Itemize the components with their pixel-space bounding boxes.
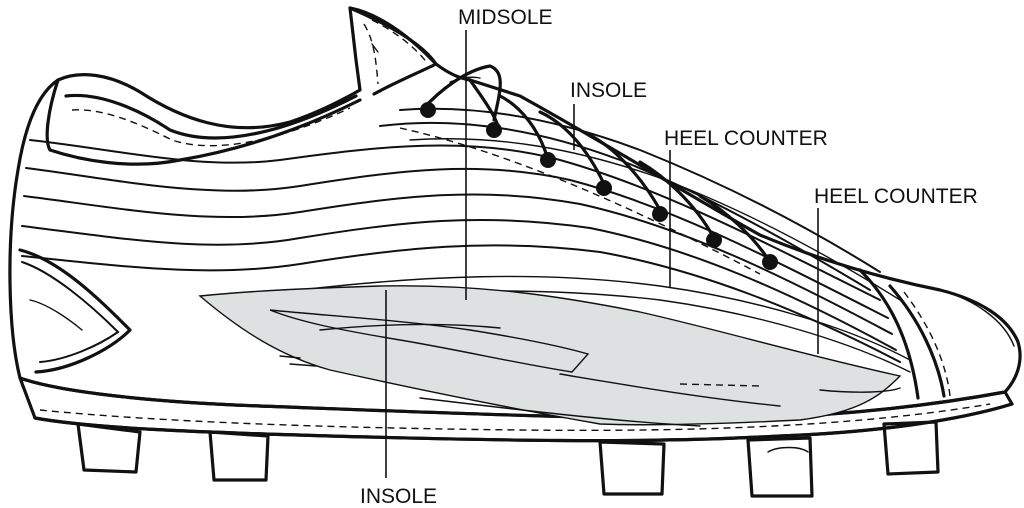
- label-heel-counter-lower: HEEL COUNTER: [814, 185, 978, 208]
- stud: [746, 436, 814, 498]
- labels: MIDSOLE INSOLE HEEL COUNTER HEEL COUNTER…: [360, 6, 978, 508]
- leader-lines: [385, 30, 819, 478]
- eyelet: [486, 122, 502, 138]
- eyelet: [596, 180, 612, 196]
- eyelet: [540, 152, 556, 168]
- upper: [8, 6, 1022, 420]
- label-midsole: MIDSOLE: [458, 6, 553, 29]
- laces: [399, 64, 778, 275]
- cleat-studs: [76, 420, 940, 498]
- eyelet: [652, 206, 668, 222]
- eyelet: [706, 232, 722, 248]
- stud: [76, 422, 142, 474]
- stud: [598, 440, 666, 496]
- label-insole-upper: INSOLE: [570, 79, 647, 102]
- stud: [882, 420, 940, 476]
- label-heel-counter-upper: HEEL COUNTER: [664, 127, 828, 150]
- label-insole-bottom: INSOLE: [360, 485, 437, 508]
- midsole-band: [198, 285, 902, 427]
- eyelet: [420, 102, 436, 118]
- eyelet: [762, 254, 778, 270]
- stud: [208, 430, 270, 482]
- upper-stripes: [21, 107, 911, 373]
- toe-cap: [858, 268, 1015, 400]
